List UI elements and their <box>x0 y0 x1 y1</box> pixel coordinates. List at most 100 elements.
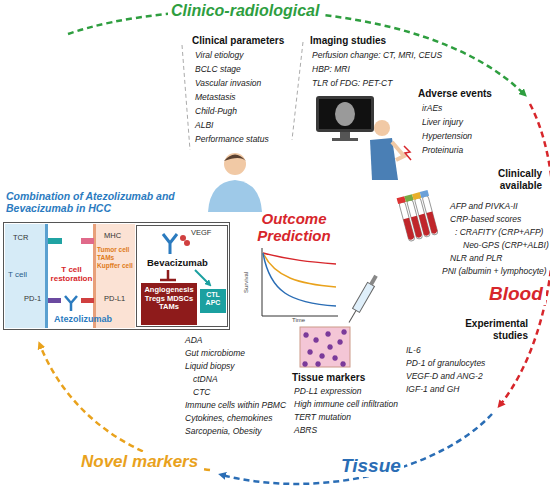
axis-label: Time <box>292 317 305 324</box>
monitor-base <box>332 138 358 141</box>
syringe-barrel <box>353 282 375 312</box>
list-item: Viral etiology <box>195 51 244 61</box>
syringe-plunger <box>369 275 377 286</box>
drug-label: Atezolizumab <box>54 314 112 324</box>
panel-box: Combination of Atezolizumab and Bevacizu… <box>3 222 230 330</box>
patient-body <box>208 180 262 212</box>
molecule-label: VEGF <box>191 229 211 238</box>
list-item: TLR of FDG: PET-CT <box>312 79 392 89</box>
effect-label: T cell restoration <box>50 265 93 283</box>
section-heading: Experimental studies <box>436 318 528 341</box>
molecule-label: PD-1 <box>24 295 41 304</box>
monitor-stand <box>340 132 350 138</box>
list-item: Proteinuria <box>422 146 463 156</box>
tube-cap <box>420 190 429 198</box>
tissue-image <box>300 327 350 367</box>
section-title: Novel markers <box>78 452 201 472</box>
syringe-icon <box>346 274 380 325</box>
section-heading: Imaging studies <box>310 35 386 47</box>
tissue-slide <box>300 327 350 367</box>
patient-hair <box>224 155 246 162</box>
molecule-label: PD-L1 <box>104 295 125 304</box>
molecule-label: TCR <box>13 234 28 243</box>
panel-box: VEGF BevacizumabAngiogenesis Tregs MDSCs … <box>136 225 228 327</box>
list-item: BCLC stage <box>195 65 241 75</box>
panel-heading: Combination of Atezolizumab and Bevacizu… <box>6 190 211 214</box>
list-item: TERT mutation <box>294 413 351 423</box>
section-heading: Clinical parameters <box>192 35 284 47</box>
syringe-needle <box>349 310 356 322</box>
list-item: Cytokines, chemokines <box>185 414 272 424</box>
pain-mark <box>404 146 411 160</box>
monitor-icon <box>316 96 374 141</box>
list-item: ctDNA <box>193 375 218 385</box>
blood-fill <box>403 212 438 241</box>
effect-label: CTL APC <box>200 291 226 307</box>
tube-cap <box>397 196 406 204</box>
section-title: Clinico-radiological <box>168 2 322 20</box>
list-item: CTC <box>193 388 210 398</box>
list-item: IGF-1 and GH <box>406 385 459 395</box>
scan-image <box>335 102 355 126</box>
person-arm <box>392 142 404 160</box>
list-item: PD-L1 expression <box>294 387 362 397</box>
list-item: IL-6 <box>406 346 421 356</box>
blood-tubes <box>397 190 440 242</box>
monitor-frame <box>316 96 374 132</box>
section-title: Blood <box>486 283 546 305</box>
list-item: PNI (albumin + lymphocyte) <box>442 267 547 277</box>
list-item: ABRS <box>294 426 317 436</box>
list-item: Vascular invasion <box>195 79 261 89</box>
section-title: Tissue <box>338 455 404 477</box>
list-item: PD-1 of granulocytes <box>406 359 485 369</box>
list-item: ALBI <box>195 121 213 131</box>
list-item: VEGF-D and ANG-2 <box>406 372 483 382</box>
list-item: CRP-based scores <box>450 215 521 225</box>
cycle-arc <box>68 10 524 94</box>
cycle-arc <box>222 414 492 484</box>
survival-curve <box>263 253 336 306</box>
patient-icon <box>208 153 262 212</box>
list-item: Perfusion change: CT, MRI, CEUS <box>312 51 442 61</box>
survival-chart <box>262 248 338 316</box>
list-item: NLR and PLR <box>450 254 502 264</box>
cell-nuclei <box>303 330 346 366</box>
cycle-arc <box>500 104 550 405</box>
cell-label: Tumor cell TAMs Kupffer cell <box>97 246 135 270</box>
list-item: Hypertension <box>422 132 472 142</box>
effect-box: Angiogenesis Tregs MDSCs TAMs <box>141 283 197 325</box>
cell-label: T cell <box>8 270 27 279</box>
back-pain-icon <box>370 120 411 180</box>
axis-label: Survival <box>243 272 250 293</box>
section-heading: Tissue markers <box>292 372 365 384</box>
tube-cap <box>412 192 421 200</box>
chart-axes <box>262 248 338 316</box>
list-item: Sarcopenia, Obesity <box>185 427 262 437</box>
list-item: Liquid biopsy <box>185 362 235 372</box>
list-item: Performance status <box>195 135 269 145</box>
effect-box: CTL APC <box>200 289 226 313</box>
list-item: HBP: MRI <box>312 65 350 75</box>
tube-cap <box>404 194 413 202</box>
list-item: Metastasis <box>195 93 236 103</box>
list-item: ADA <box>185 336 202 346</box>
molecule-label: MHC <box>104 232 121 241</box>
list-item: Child-Pugh <box>195 107 237 117</box>
survival-curve <box>263 253 336 264</box>
section-heading: Adverse events <box>418 88 492 100</box>
effect-label: Angiogenesis Tregs MDSCs TAMs <box>141 286 197 312</box>
monitor-screen <box>319 99 371 129</box>
list-item: Liver injury <box>422 118 463 128</box>
list-item: Gut microbiome <box>185 349 245 359</box>
center-title: Outcome Prediction <box>238 210 350 245</box>
list-item: : CRAFITY (CRP+AFP) <box>455 228 543 238</box>
list-item: Neo-GPS (CRP+ALBI) <box>463 241 549 251</box>
drug-label: Bevacizumab <box>147 258 208 269</box>
person-head <box>374 120 390 136</box>
divider-line <box>182 42 303 150</box>
list-item: High immune cell infiltration <box>294 400 398 410</box>
list-item: Immune cells within PBMC <box>185 401 286 411</box>
section-heading: Clinically available <box>468 168 542 191</box>
list-item: irAEs <box>422 104 442 114</box>
